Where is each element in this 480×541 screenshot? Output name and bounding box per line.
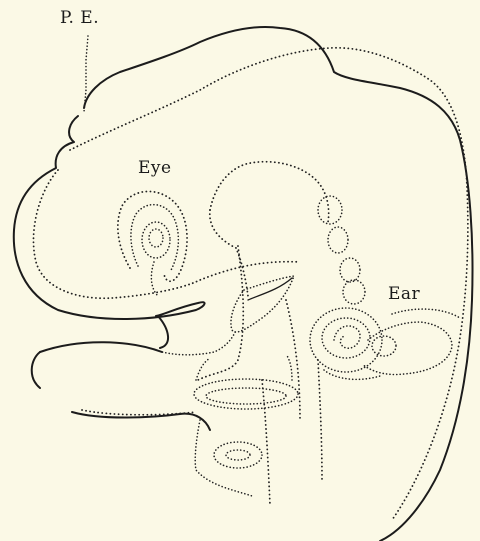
neuromere-1 — [318, 196, 342, 224]
optic-stalk — [151, 262, 158, 296]
rathke-pouch — [231, 276, 294, 332]
ear-duct — [362, 322, 452, 375]
pharynx-side-right — [286, 354, 292, 380]
lens-outer — [142, 222, 170, 258]
neuromere-4 — [343, 280, 365, 304]
pharyngeal-pouch-inner — [206, 388, 286, 404]
mandibular-arch — [32, 352, 210, 430]
ear-label: Ear — [388, 284, 420, 304]
optic-cup-outer — [118, 191, 187, 281]
ear-upper-line — [392, 309, 460, 318]
pe-label: P. E. — [60, 8, 99, 28]
otic-inner-loop — [334, 326, 360, 348]
neuromere-2 — [328, 227, 348, 253]
otic-vesicle-middle — [322, 318, 370, 358]
neural-tube-ventral — [318, 360, 322, 480]
neuromere-3 — [340, 258, 360, 282]
otic-vesicle-outer — [310, 308, 382, 372]
midbrain-contour — [210, 162, 329, 222]
ear-small-ring — [372, 336, 396, 356]
pharynx-side-left — [196, 358, 210, 380]
lower-oval-outer — [214, 442, 262, 468]
lens-inner — [149, 229, 163, 247]
lower-wall-line — [195, 420, 252, 496]
body-wall-line — [262, 380, 270, 505]
pharynx-wall — [198, 246, 243, 380]
lower-oval-inner — [226, 450, 250, 460]
eye-label: Eye — [138, 158, 172, 178]
pharyngeal-pouch-ring — [194, 379, 298, 409]
